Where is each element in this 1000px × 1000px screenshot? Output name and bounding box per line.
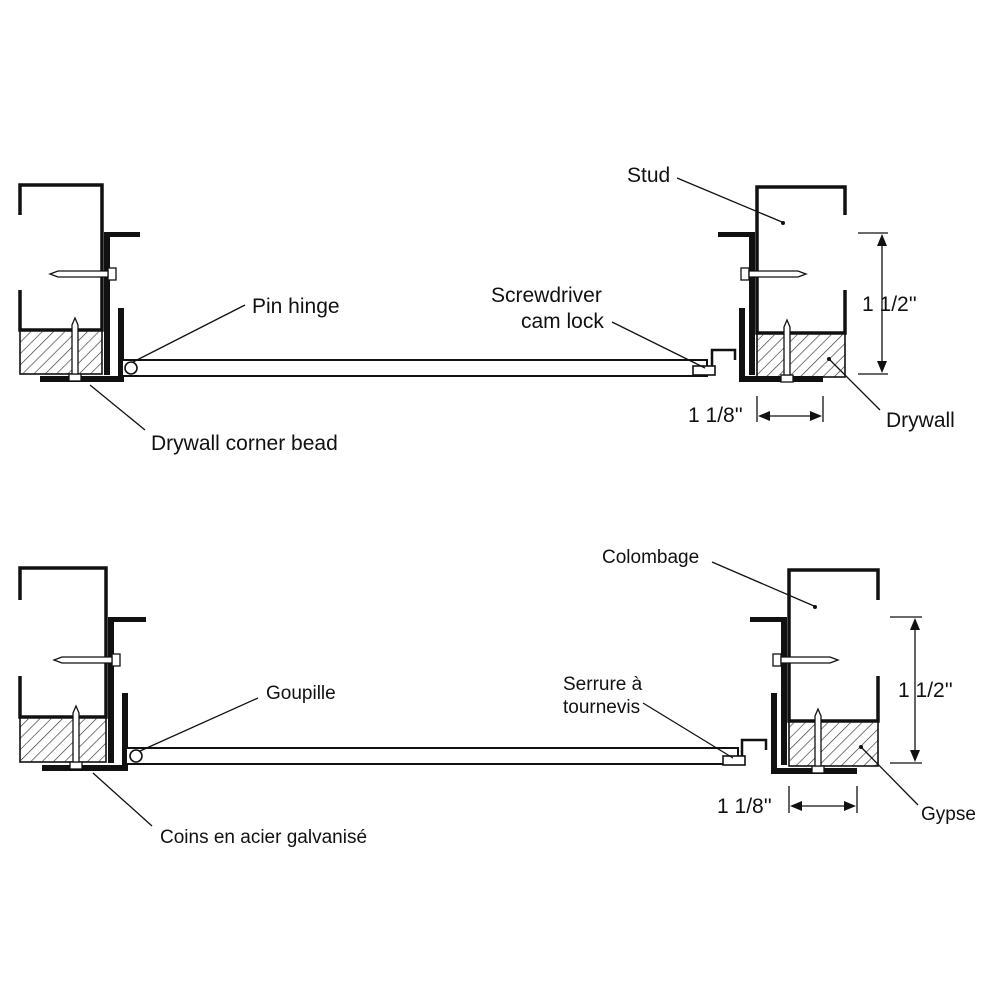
- label-dim-height: 1 1/2'': [862, 293, 917, 316]
- dimension-height: [890, 616, 922, 764]
- access-door-panel: [121, 359, 708, 377]
- left-corner-bead: [108, 617, 146, 763]
- label-drywall: Drywall: [886, 409, 955, 432]
- left-corner-bead: [104, 232, 140, 375]
- label-dim-width: 1 1/8'': [717, 795, 772, 818]
- diagram-english: Stud Pin hinge Screwdriver cam lock Dryw…: [18, 164, 955, 455]
- left-drywall: [19, 329, 103, 375]
- right-stud: [787, 568, 880, 723]
- label-pin-hinge: Goupille: [266, 683, 336, 704]
- dimension-height: [858, 232, 888, 375]
- dimension-width: [788, 786, 858, 813]
- pin-hinge-icon: [124, 361, 138, 375]
- right-corner-bead: [750, 617, 787, 765]
- right-screw-horizontal: [772, 653, 840, 667]
- right-screw-horizontal: [740, 267, 808, 281]
- right-drywall: [788, 720, 879, 767]
- label-dim-width: 1 1/8'': [688, 404, 743, 427]
- left-stud: [18, 566, 108, 719]
- label-dim-height: 1 1/2'': [898, 679, 953, 702]
- label-cam-lock-line2: cam lock: [521, 310, 604, 333]
- right-screw-vertical: [811, 707, 825, 774]
- cam-lock-icon: [692, 348, 737, 376]
- right-drywall: [756, 332, 846, 378]
- diagram-french: Colombage Goupille Serrure à tournevis C…: [18, 547, 976, 848]
- pin-hinge-icon: [129, 749, 143, 763]
- label-drywall: Gypse: [921, 804, 976, 825]
- label-stud: Colombage: [602, 547, 699, 568]
- left-screw-vertical: [69, 704, 83, 770]
- label-stud: Stud: [627, 164, 670, 187]
- left-drywall: [19, 716, 107, 763]
- right-corner-bead: [718, 232, 755, 375]
- dimension-width: [756, 396, 824, 422]
- left-screw-vertical: [68, 316, 82, 382]
- label-cam-lock-line1: Serrure à: [563, 674, 643, 695]
- right-screw-vertical: [780, 318, 794, 383]
- left-screw-horizontal: [48, 267, 117, 281]
- left-screw-horizontal: [52, 653, 121, 667]
- right-stud: [755, 185, 847, 335]
- label-corner-bead: Coins en acier galvanisé: [160, 827, 367, 848]
- cam-lock-icon: [722, 738, 768, 766]
- access-door-panel: [125, 747, 739, 765]
- label-corner-bead: Drywall corner bead: [151, 432, 338, 455]
- label-cam-lock-line1: Screwdriver: [491, 284, 602, 307]
- left-stud: [18, 183, 104, 332]
- label-cam-lock-line2: tournevis: [563, 697, 640, 718]
- label-pin-hinge: Pin hinge: [252, 295, 340, 318]
